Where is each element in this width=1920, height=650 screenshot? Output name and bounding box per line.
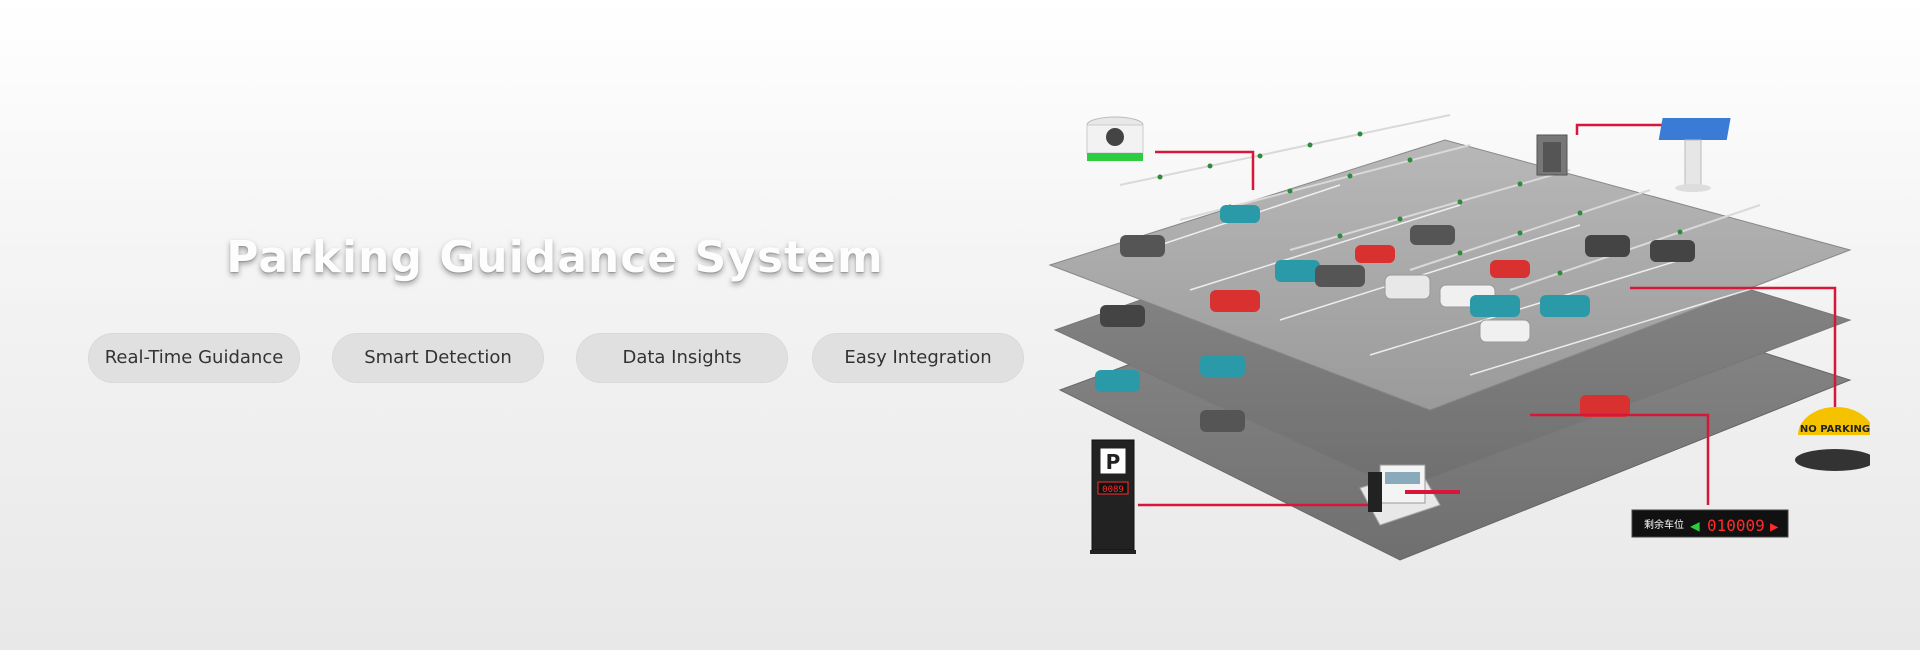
svg-text:◀: ◀	[1690, 516, 1700, 535]
hero-section: Parking Guidance System Real-Time Guidan…	[88, 232, 1024, 383]
svg-text:0089: 0089	[1102, 485, 1124, 495]
feature-pill-easy-integration[interactable]: Easy Integration	[812, 333, 1024, 383]
feature-pill-smart-detection[interactable]: Smart Detection	[332, 333, 544, 383]
led-display-icon: 剩余车位 ◀ 010009 ▶	[1631, 509, 1789, 538]
svg-text:P: P	[1106, 450, 1121, 474]
parking-lot-illustration: NO PARKING 剩余车位 ◀ 010009 ▶ P 0089	[1048, 114, 1870, 561]
parking-sign-icon: P 0089	[1090, 439, 1136, 554]
feature-pill-data-insights[interactable]: Data Insights	[576, 333, 788, 383]
svg-text:010009: 010009	[1707, 516, 1765, 535]
elevator-icon	[1536, 134, 1568, 176]
parking-lines	[1129, 184, 1781, 376]
feature-pill-real-time-guidance[interactable]: Real-Time Guidance	[88, 333, 300, 383]
page-title: Parking Guidance System	[226, 232, 884, 283]
kiosk-icon	[1658, 118, 1731, 192]
toll-booth-icon	[1359, 464, 1460, 526]
svg-text:剩余车位: 剩余车位	[1644, 518, 1684, 531]
svg-text:▶: ▶	[1770, 519, 1779, 535]
camera-icon	[1086, 116, 1144, 161]
sensor-dots	[1157, 131, 1683, 276]
parking-lock-icon: NO PARKING	[1795, 407, 1870, 471]
svg-text:NO PARKING: NO PARKING	[1800, 424, 1870, 435]
cars	[1095, 205, 1695, 432]
